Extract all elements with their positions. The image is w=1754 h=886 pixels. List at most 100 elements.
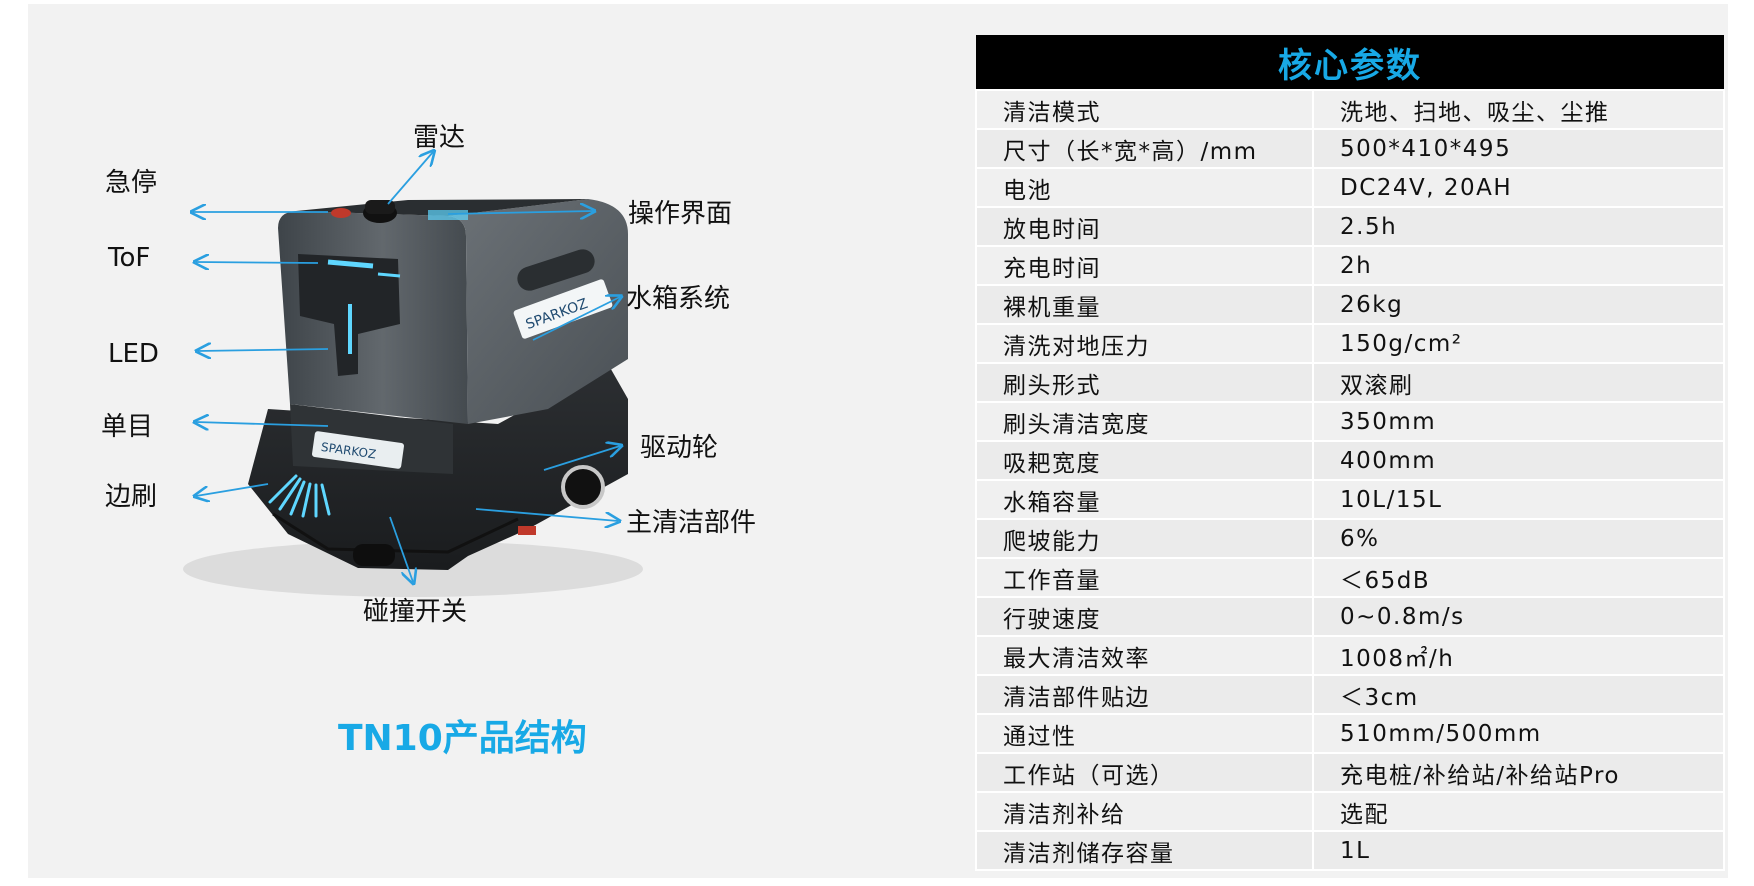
red-indicator — [518, 526, 536, 535]
side-handle — [517, 249, 595, 291]
logo-plate-side — [513, 279, 613, 339]
spec-value: 双滚刷 — [1312, 362, 1725, 403]
spec-value: 选配 — [1312, 791, 1725, 832]
label-led: LED — [108, 339, 159, 369]
spec-label: 裸机重量 — [975, 284, 1314, 325]
label-water-tank: 水箱系统 — [626, 284, 731, 314]
spec-value: 26kg — [1312, 284, 1725, 325]
spec-row: 工作站（可选）充电桩/补给站/补给站Pro — [975, 752, 1725, 793]
spec-value: 150g/cm² — [1312, 323, 1725, 364]
spec-table-header: 核心参数 — [976, 35, 1724, 90]
arrow-bumper — [389, 516, 413, 582]
side-brush — [268, 474, 331, 518]
arrow-radar — [387, 152, 433, 205]
spec-label: 电池 — [975, 167, 1314, 208]
emergency-stop — [331, 208, 351, 218]
spec-value: 6% — [1312, 518, 1725, 559]
tof-light-right — [377, 272, 401, 278]
spec-value: 350mm — [1312, 401, 1725, 442]
callout-arrows — [193, 152, 620, 582]
spec-label: 工作音量 — [975, 557, 1314, 598]
robot-illustration: SPARKOZ SPARKOZ — [183, 4, 643, 597]
front-caster — [353, 544, 395, 566]
spec-label: 充电时间 — [975, 245, 1314, 286]
spec-label: 清洁剂储存容量 — [975, 830, 1314, 871]
spec-label: 刷头清洁宽度 — [975, 401, 1314, 442]
label-bumper: 碰撞开关 — [363, 597, 468, 627]
spec-value: 1L — [1312, 830, 1725, 871]
spec-value: 400mm — [1312, 440, 1725, 481]
product-panel: SPARKOZ SPARKOZ — [28, 4, 1728, 878]
spec-row: 清洁模式洗地、扫地、吸尘、尘推 — [975, 89, 1725, 130]
arrow-tof — [196, 262, 319, 263]
spec-value: DC24V, 20AH — [1312, 167, 1725, 208]
spec-value: 2.5h — [1312, 206, 1725, 247]
spec-value: 0~0.8m/s — [1312, 596, 1725, 637]
spec-label: 清洗对地压力 — [975, 323, 1314, 364]
tof-light — [327, 259, 374, 269]
spec-label: 水箱容量 — [975, 479, 1314, 520]
spec-value: 2h — [1312, 245, 1725, 286]
spec-label: 吸耙宽度 — [975, 440, 1314, 481]
label-drive-wheel: 驱动轮 — [640, 433, 719, 463]
ui-screen — [428, 210, 468, 220]
arrow-main-clean — [475, 508, 618, 521]
spec-value: ＜65dB — [1312, 557, 1725, 598]
label-mono: 单目 — [101, 412, 154, 442]
arrow-side-brush — [196, 483, 269, 496]
spec-label: 刷头形式 — [975, 362, 1314, 403]
drive-wheel — [561, 465, 605, 509]
spec-label: 清洁模式 — [975, 89, 1314, 130]
spec-label: 放电时间 — [975, 206, 1314, 247]
label-ui: 操作界面 — [628, 199, 733, 229]
spec-row: 清洁剂补给选配 — [975, 791, 1725, 832]
label-radar: 雷达 — [413, 123, 466, 153]
label-estop: 急停 — [105, 168, 158, 198]
spec-row: 工作音量＜65dB — [975, 557, 1725, 598]
spec-label: 尺寸（长*宽*高）/mm — [975, 128, 1314, 169]
arrow-drive-wheel — [543, 446, 620, 471]
spec-label: 最大清洁效率 — [975, 635, 1314, 676]
spec-value: ＜3cm — [1312, 674, 1725, 715]
product-title: TN10产品结构 — [338, 718, 587, 759]
spec-value: 510mm/500mm — [1312, 713, 1725, 754]
spec-value: 洗地、扫地、吸尘、尘推 — [1312, 89, 1725, 130]
arrow-water-tank — [532, 297, 620, 341]
spec-value: 充电桩/补给站/补给站Pro — [1312, 752, 1725, 793]
spec-value: 10L/15L — [1312, 479, 1725, 520]
arrow-led — [198, 349, 329, 351]
label-tof: ToF — [108, 243, 151, 273]
spec-label: 通过性 — [975, 713, 1314, 754]
spec-label: 清洁部件贴边 — [975, 674, 1314, 715]
spec-label: 清洁剂补给 — [975, 791, 1314, 832]
spec-row: 刷头形式双滚刷 — [975, 362, 1725, 403]
spec-value: 500*410*495 — [1312, 128, 1725, 169]
spec-value: 1008㎡/h — [1312, 635, 1725, 676]
arrow-mono — [196, 422, 329, 426]
label-main-clean: 主清洁部件 — [626, 508, 757, 538]
spec-label: 行驶速度 — [975, 596, 1314, 637]
label-side-brush: 边刷 — [105, 482, 158, 512]
logo-plate-lower — [312, 431, 404, 469]
spec-label: 工作站（可选） — [975, 752, 1314, 793]
spec-row: 清洁部件贴边＜3cm — [975, 674, 1725, 715]
robot-diagram: SPARKOZ SPARKOZ — [28, 4, 928, 878]
spec-label: 爬坡能力 — [975, 518, 1314, 559]
arrow-ui — [447, 211, 593, 214]
